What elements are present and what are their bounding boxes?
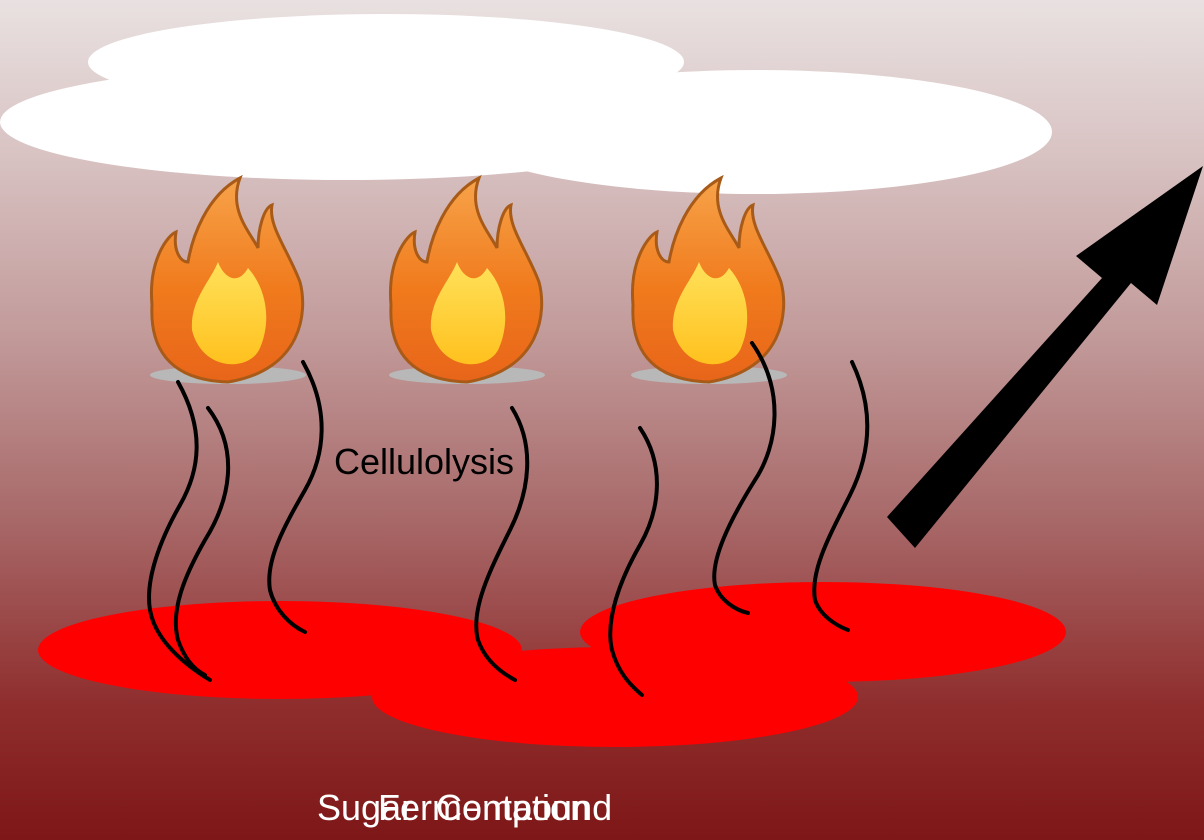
sugar-pool-right: [580, 582, 1066, 682]
cellulolysis-label: Cellulolysis: [334, 444, 514, 480]
up-right-arrow-icon: [887, 166, 1203, 548]
strand: [269, 362, 321, 632]
cloud-group: [0, 14, 1052, 194]
fire-icon: [390, 178, 541, 382]
fire-icon: [632, 178, 783, 382]
fire-icon: [151, 178, 302, 382]
compound-label: Compound: [436, 790, 612, 826]
cloud-right: [460, 70, 1052, 194]
